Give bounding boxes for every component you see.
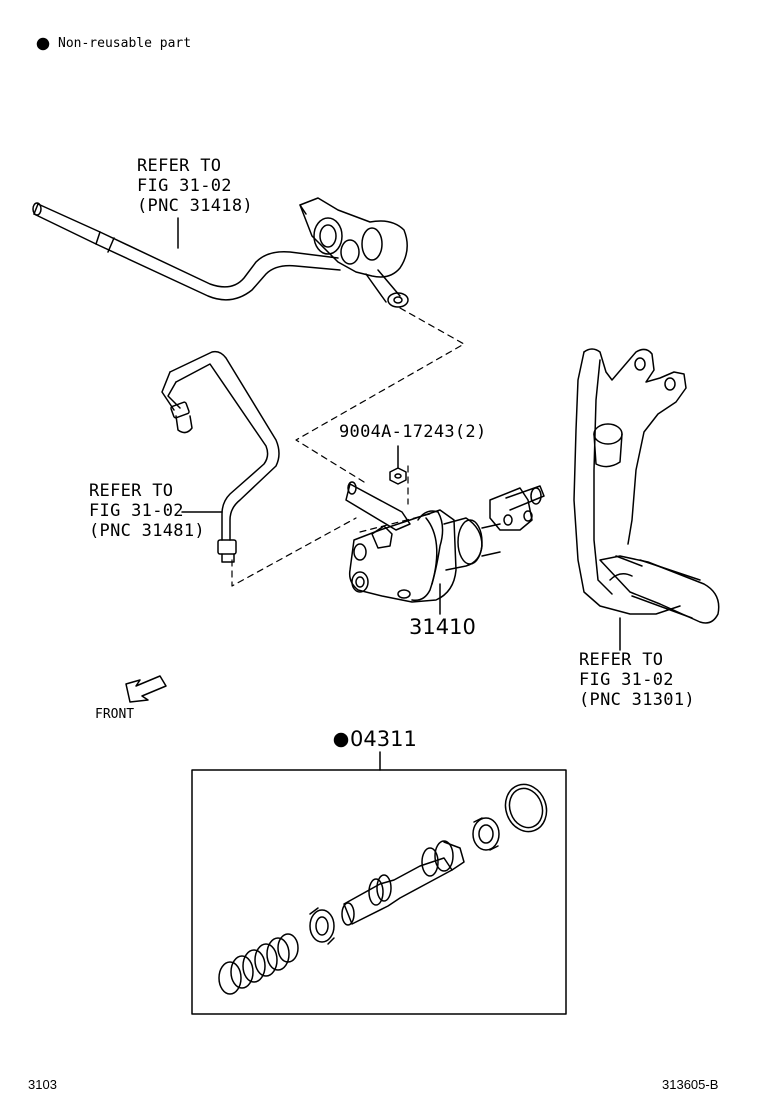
- master-cylinder-drawing: [345, 481, 545, 603]
- callout-left-line1: REFER TO: [89, 481, 174, 501]
- front-label: FRONT: [95, 707, 135, 722]
- repair-kit-components-drawing: [218, 783, 548, 995]
- callout-upper-line2: FIG 31-02: [137, 176, 232, 196]
- pedal-bracket-drawing: [573, 348, 720, 624]
- footer-left-code: 3103: [28, 1077, 57, 1092]
- master-cylinder-part-number: 31410: [409, 615, 476, 639]
- callout-pedal-line1: REFER TO: [579, 650, 664, 670]
- callout-left-line2: FIG 31-02: [89, 501, 184, 521]
- left-pipe-drawing: [161, 350, 280, 563]
- nut-part-number: 9004A-17243(2): [339, 422, 487, 442]
- repair-kit-box: [191, 769, 567, 1015]
- upper-hose-drawing: [32, 197, 409, 308]
- callout-upper-line1: REFER TO: [137, 156, 222, 176]
- callout-left-line3: (PNC 31481): [89, 521, 205, 541]
- front-arrow-icon: [125, 675, 167, 703]
- callout-pedal-line3: (PNC 31301): [579, 690, 695, 710]
- nut-drawing: [389, 467, 407, 485]
- callout-upper-line3: (PNC 31418): [137, 196, 253, 216]
- legend-label: Non-reusable part: [58, 36, 192, 51]
- footer-right-code: 313605-B: [662, 1077, 719, 1092]
- repair-kit-non-reusable-bullet-icon: [333, 732, 349, 748]
- non-reusable-bullet-icon: [36, 37, 50, 51]
- repair-kit-part-number: 04311: [350, 727, 417, 751]
- callout-pedal-line2: FIG 31-02: [579, 670, 674, 690]
